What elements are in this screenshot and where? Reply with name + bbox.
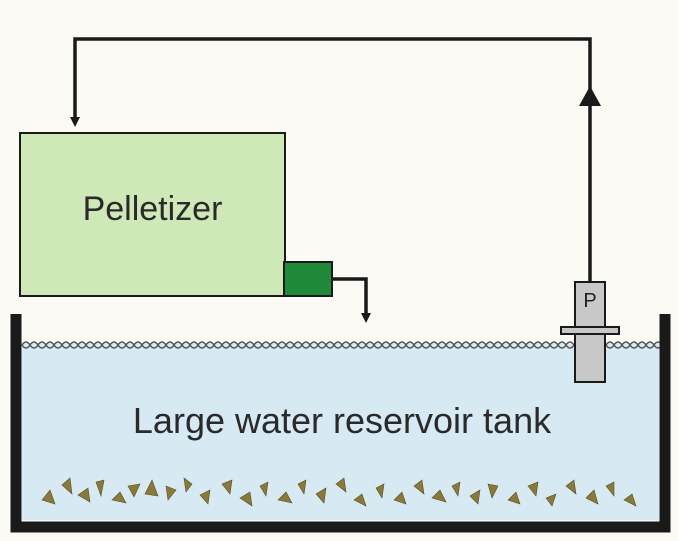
pelletizer-label: Pelletizer	[82, 190, 223, 228]
tank-label: Large water reservoir tank	[132, 400, 552, 441]
pump-intake	[574, 333, 606, 383]
water-surface-2	[21, 341, 663, 349]
upward-arrow-icon	[579, 86, 601, 106]
pump-label: P	[583, 290, 597, 312]
outlet-flow-arrow	[332, 277, 371, 323]
water-body	[22, 343, 659, 520]
pump-flange	[560, 326, 620, 335]
tank-walls	[10, 314, 671, 533]
pelletizer-box	[19, 132, 286, 297]
return-line	[70, 37, 592, 282]
pelletizer-outlet	[283, 261, 333, 297]
pellets	[41, 477, 637, 507]
